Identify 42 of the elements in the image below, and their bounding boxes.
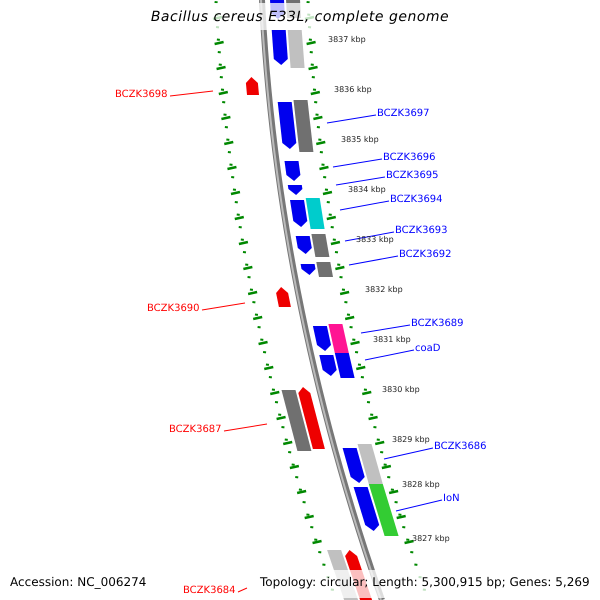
- tick-label: 3835 kbp: [341, 136, 379, 144]
- genome-title: Bacillus cereus E33L, complete genome: [150, 10, 450, 24]
- leader-line: [396, 500, 442, 512]
- accession-text: Accession: NC_006274: [10, 576, 146, 588]
- gene-label: BCZK3690: [147, 304, 200, 314]
- tick-label: 3830 kbp: [382, 386, 420, 394]
- gene-label: BCZK3689: [411, 319, 464, 329]
- leader-line: [170, 90, 214, 96]
- gene-label: BCZK3693: [395, 226, 448, 236]
- leader-line: [238, 588, 248, 592]
- gene-label: coaD: [415, 344, 440, 354]
- gene-label: BCZK3694: [390, 195, 443, 205]
- leader-line: [332, 158, 382, 168]
- leader-line: [326, 114, 376, 124]
- leader-line: [364, 350, 414, 360]
- gene-label: BCZK3696: [383, 153, 436, 163]
- tick-label: 3829 kbp: [392, 436, 430, 444]
- gene-label: BCZK3686: [434, 442, 487, 452]
- tick-label: 3834 kbp: [348, 186, 386, 194]
- gene-label: BCZK3692: [399, 250, 452, 260]
- tick-label: 3831 kbp: [373, 336, 411, 344]
- gene-label: BCZK3697: [377, 109, 430, 119]
- genome-stats-text: Topology: circular; Length: 5,300,915 bp; Genes: 5,269: [260, 576, 590, 588]
- tick-label: 3827 kbp: [412, 535, 450, 543]
- gene-label: BCZK3684: [183, 586, 236, 596]
- leader-line: [348, 256, 398, 266]
- gene-label: BCZK3687: [169, 425, 222, 435]
- leader-line: [336, 176, 386, 186]
- leader-line: [202, 302, 246, 310]
- gene-label: BCZK3695: [386, 171, 439, 181]
- tick-label: 3837 kbp: [328, 36, 366, 44]
- tick-label: 3836 kbp: [334, 86, 372, 94]
- leader-line: [360, 324, 410, 334]
- leader-line: [344, 232, 394, 242]
- tick-label: 3828 kbp: [402, 481, 440, 489]
- gene-label: IoN: [443, 494, 460, 504]
- tick-label: 3833 kbp: [356, 236, 394, 244]
- leader-line: [224, 424, 268, 432]
- leader-line: [340, 200, 390, 210]
- gene-label: BCZK3698: [115, 90, 168, 100]
- leader-line: [384, 448, 434, 460]
- tick-label: 3832 kbp: [365, 286, 403, 294]
